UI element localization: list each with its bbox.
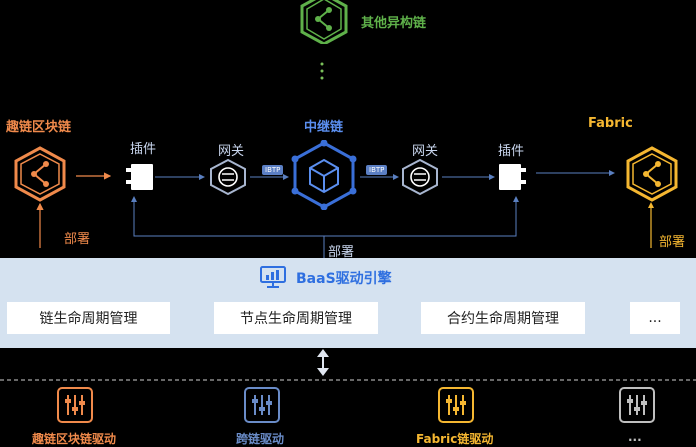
more-driver-icon[interactable] <box>618 386 656 424</box>
gateway-left-label: 网关 <box>218 144 245 159</box>
relay-chain-icon <box>291 140 357 210</box>
cross-chain-driver-label: 跨链驱动 <box>236 432 285 446</box>
node-lifecycle-box[interactable]: 节点生命周期管理 <box>214 302 378 334</box>
gateway-right-label: 网关 <box>412 144 439 159</box>
quchain-driver-label: 趣链区块链驱动 <box>32 432 117 446</box>
monitor-chart-icon <box>260 266 286 288</box>
relay-chain-label: 中继链 <box>304 120 344 135</box>
plugin-right-icon <box>499 164 526 190</box>
plugin-right-label: 插件 <box>498 144 525 159</box>
fabric-icon <box>626 146 678 202</box>
ibtp-left-tag: IBTP <box>262 165 284 175</box>
quchain-driver-icon[interactable] <box>56 386 94 424</box>
fabric-label: Fabric <box>588 116 633 131</box>
fabric-driver-icon[interactable] <box>437 386 475 424</box>
quchain-label: 趣链区块链 <box>6 120 72 135</box>
quchain-deploy-label: 部署 <box>64 232 91 247</box>
plugin-left-icon <box>126 164 153 190</box>
more-lifecycle-box[interactable]: ... <box>630 302 680 334</box>
gateway-right-icon <box>402 158 438 196</box>
baas-engine-title: BaaS驱动引擎 <box>296 271 392 287</box>
quchain-icon <box>14 146 66 202</box>
cross-chain-driver-icon[interactable] <box>243 386 281 424</box>
other-chain-label: 其他异构链 <box>361 16 427 31</box>
relay-deploy-label: 部署 <box>328 245 355 260</box>
fabric-driver-label: Fabric链驱动 <box>416 432 494 446</box>
more-driver-label: ... <box>628 430 642 444</box>
other-chain-icon <box>300 0 348 44</box>
ibtp-right-tag: IBTP <box>366 165 388 175</box>
contract-lifecycle-box[interactable]: 合约生命周期管理 <box>421 302 585 334</box>
plugin-left-label: 插件 <box>130 142 157 157</box>
chain-lifecycle-box[interactable]: 链生命周期管理 <box>7 302 170 334</box>
gateway-left-icon <box>210 158 246 196</box>
fabric-deploy-label: 部署 <box>659 235 686 250</box>
